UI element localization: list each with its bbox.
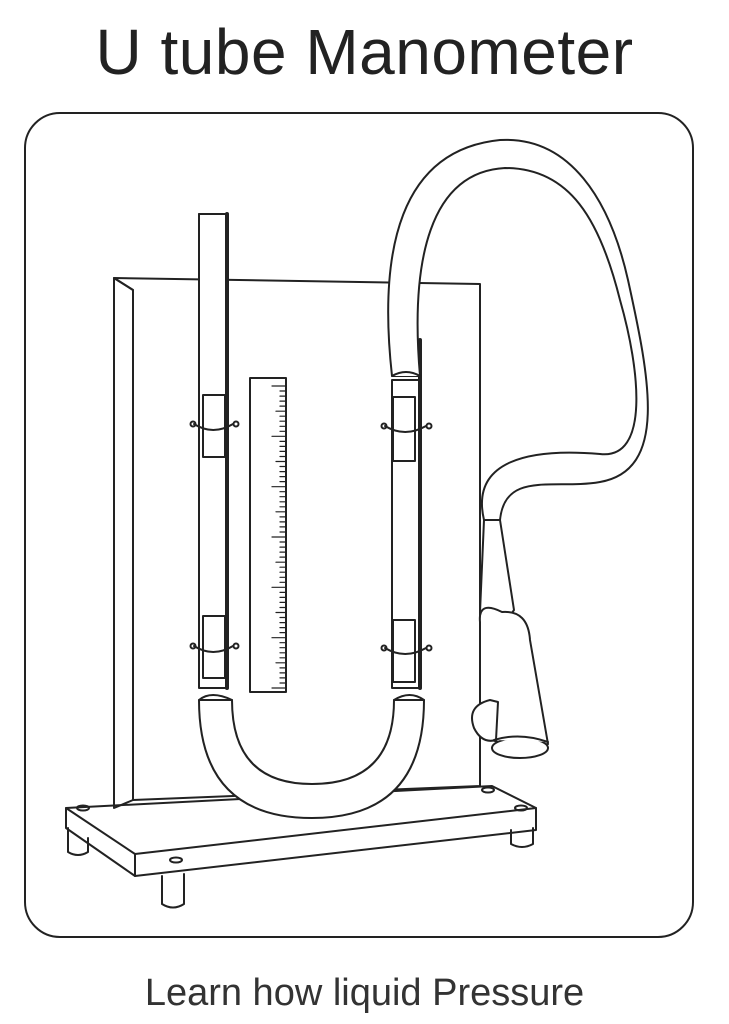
right-upper-clamp (380, 396, 433, 462)
left-lower-clamp (189, 615, 240, 679)
base-platform (65, 785, 537, 877)
back-board (113, 277, 481, 809)
scale-ticks (271, 385, 287, 689)
caption: Learn how liquid Pressure (144, 972, 585, 1014)
right-lower-clamp (380, 619, 433, 683)
suction-cup (471, 519, 549, 759)
illustration-frame (24, 112, 694, 938)
measuring-scale (249, 377, 287, 693)
page-title: U tube Manometer (95, 16, 634, 88)
left-upper-clamp (189, 394, 240, 458)
base-feet (67, 827, 534, 909)
u-bend-tube (198, 694, 425, 819)
